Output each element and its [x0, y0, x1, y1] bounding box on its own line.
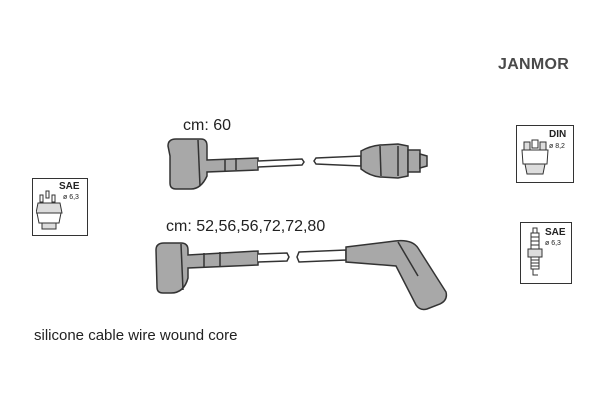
distributor-cap-icon — [521, 139, 549, 175]
cable-2-wire-left — [257, 252, 290, 263]
cable-2-length-label: cm: 52,56,56,72,72,80 — [166, 218, 326, 235]
badge-standard: SAE — [545, 227, 566, 238]
badge-standard: DIN — [549, 129, 567, 140]
cable-1 — [167, 138, 428, 190]
cable-1-straight-boot — [360, 143, 409, 179]
cable-1-length-label: cm: 60 — [183, 117, 232, 134]
cable-2-wire-right — [296, 249, 347, 263]
distributor-cap-din-badge: DIN ø 8,2 — [516, 125, 574, 183]
cable-1-wire-left — [257, 158, 305, 168]
distributor-cap-icon — [36, 190, 63, 230]
spark-plug-icon — [527, 227, 543, 276]
cable-2-angled-boot — [155, 242, 259, 294]
cable-2 — [155, 239, 448, 311]
badge-standard: SAE — [59, 181, 80, 192]
cable-description: silicone cable wire wound core — [34, 327, 238, 344]
brand-logo: JANMOR — [498, 56, 570, 73]
cable-1-terminal — [407, 149, 421, 173]
badge-diameter: ø 8,2 — [549, 143, 565, 150]
cable-1-angled-boot — [167, 138, 259, 190]
cable-2-bent-boot — [345, 239, 448, 311]
distributor-cap-sae-badge: SAE ø 6,3 — [32, 178, 88, 236]
badge-diameter: ø 6,3 — [545, 240, 561, 247]
badge-diameter: ø 6,3 — [63, 194, 79, 201]
cable-1-wire-right — [313, 155, 362, 167]
spark-plug-sae-badge: SAE ø 6,3 — [520, 222, 572, 284]
